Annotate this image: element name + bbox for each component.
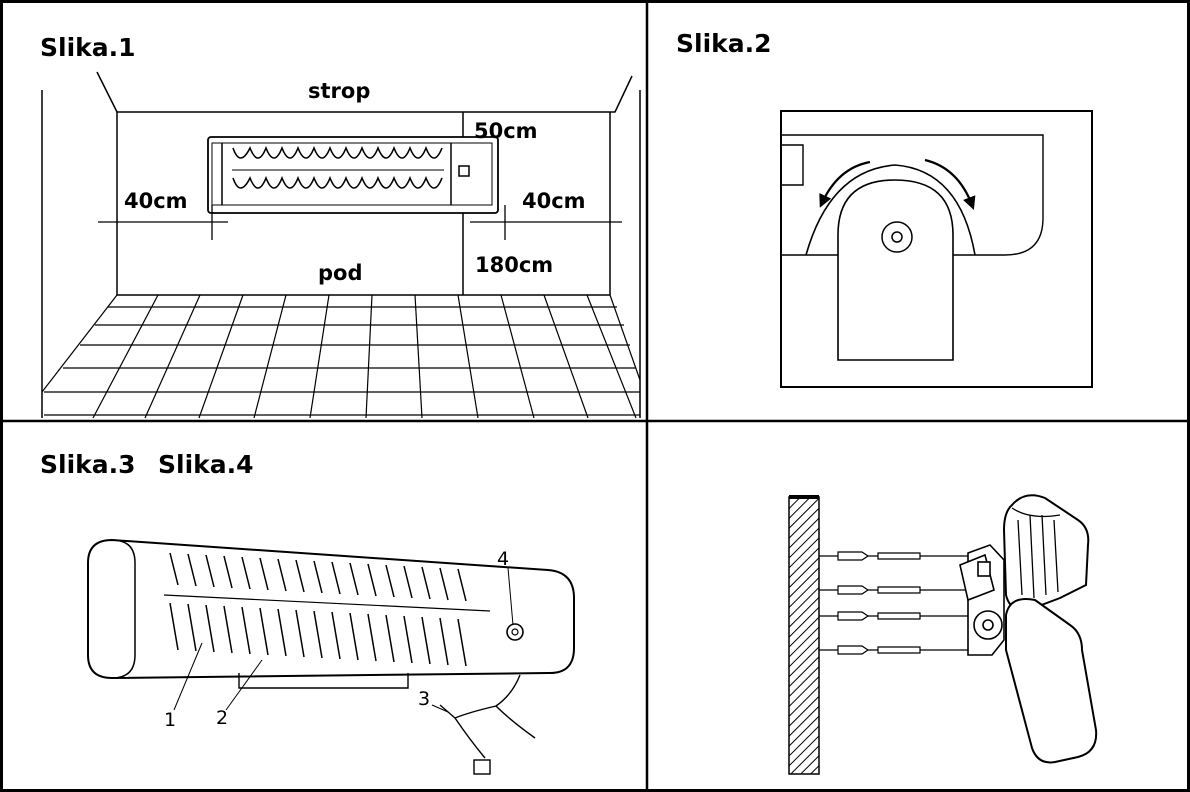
mounting-bracket-icon	[780, 110, 1093, 388]
heater-icon	[207, 136, 499, 214]
dim-bottom-label: 180cm	[475, 253, 553, 277]
dim-left-label: 40cm	[124, 189, 188, 213]
slika1-title: Slika.1	[40, 33, 136, 62]
floor-label: pod	[318, 261, 363, 285]
callout-2: 2	[216, 707, 228, 729]
slika3-title: Slika.3	[40, 450, 136, 479]
dim-top-label: 50cm	[474, 119, 538, 143]
wall-mount-icon	[788, 494, 1098, 775]
slika3-heater-parts: Slika.3 1 2 3 4	[40, 450, 575, 775]
dim-right-label: 40cm	[522, 189, 586, 213]
power-cord	[439, 674, 536, 775]
callout-4: 4	[497, 548, 509, 570]
dimension-lines	[98, 205, 622, 240]
callout-leaders	[173, 567, 514, 713]
heater-body	[87, 538, 575, 689]
slika4-title: Slika.4	[158, 450, 254, 479]
callout-1: 1	[164, 709, 176, 731]
slika1-room-diagram: Slika.1	[40, 33, 641, 419]
ceiling-label: strop	[308, 79, 370, 103]
room-walls	[41, 71, 641, 418]
slika2-bracket-diagram: Slika.2	[676, 29, 1093, 388]
callout-3: 3	[418, 688, 430, 710]
slika2-title: Slika.2	[676, 29, 772, 58]
slika4-wall-mount-diagram	[788, 494, 1098, 775]
floor-tiles	[41, 294, 641, 419]
